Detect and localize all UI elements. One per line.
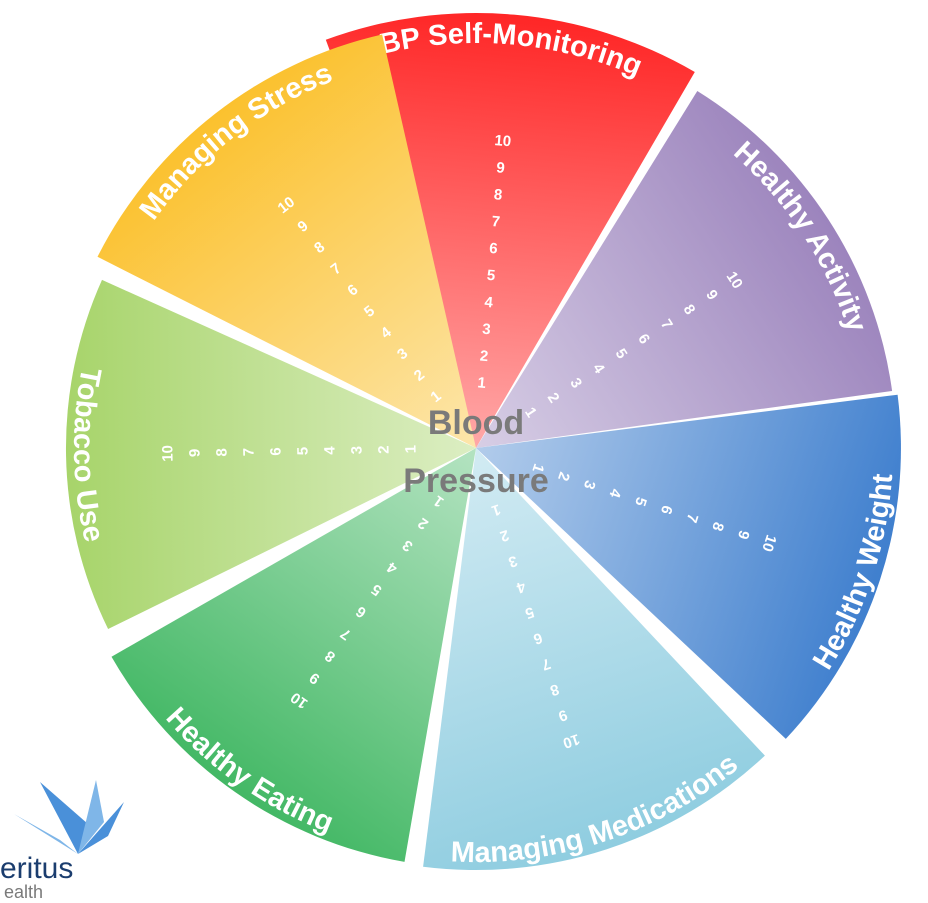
center-label-line2: Pressure	[403, 462, 549, 500]
scale-tick: 5	[294, 447, 311, 456]
scale-tick: 10	[494, 132, 512, 150]
scale-tick: 7	[240, 448, 257, 457]
scale-tick: 9	[496, 159, 506, 177]
scale-tick: 5	[486, 267, 496, 285]
scale-tick: 10	[723, 269, 746, 292]
scale-tick: 9	[186, 449, 203, 458]
segment-wedge	[97, 34, 476, 448]
segment-wedge	[476, 91, 893, 448]
brand-logo	[0, 762, 140, 894]
scale-tick: 2	[479, 348, 489, 366]
scale-tick: 6	[489, 240, 499, 258]
scale-tick: 3	[348, 446, 365, 455]
scale-tick: 10	[288, 689, 311, 712]
scale-tick: 10	[275, 193, 299, 217]
center-label-line1: Blood	[428, 404, 524, 442]
scale-tick: 2	[375, 445, 392, 454]
segment-wedge	[423, 448, 765, 871]
scale-tick: 4	[321, 446, 338, 455]
segment-wedge	[476, 394, 901, 739]
scale-tick: 10	[561, 730, 582, 751]
segment-wedge	[65, 279, 476, 629]
scale-tick: 4	[484, 294, 494, 312]
scale-tick: 7	[491, 213, 501, 231]
scale-tick: 6	[267, 447, 284, 456]
segment-wedge	[325, 13, 695, 448]
segment-wedge	[111, 448, 476, 862]
scale-tick: 1	[477, 374, 487, 392]
brand-subtitle: ealth	[4, 882, 44, 902]
scale-tick: 8	[493, 186, 503, 204]
scale-tick: 10	[159, 445, 176, 462]
scale-tick: 3	[482, 321, 492, 339]
star-burst-icon	[14, 780, 124, 854]
brand-name: eritus	[0, 852, 74, 885]
scale-tick: 1	[402, 445, 419, 454]
scale-tick: 10	[758, 533, 779, 554]
scale-tick: 8	[213, 448, 230, 457]
